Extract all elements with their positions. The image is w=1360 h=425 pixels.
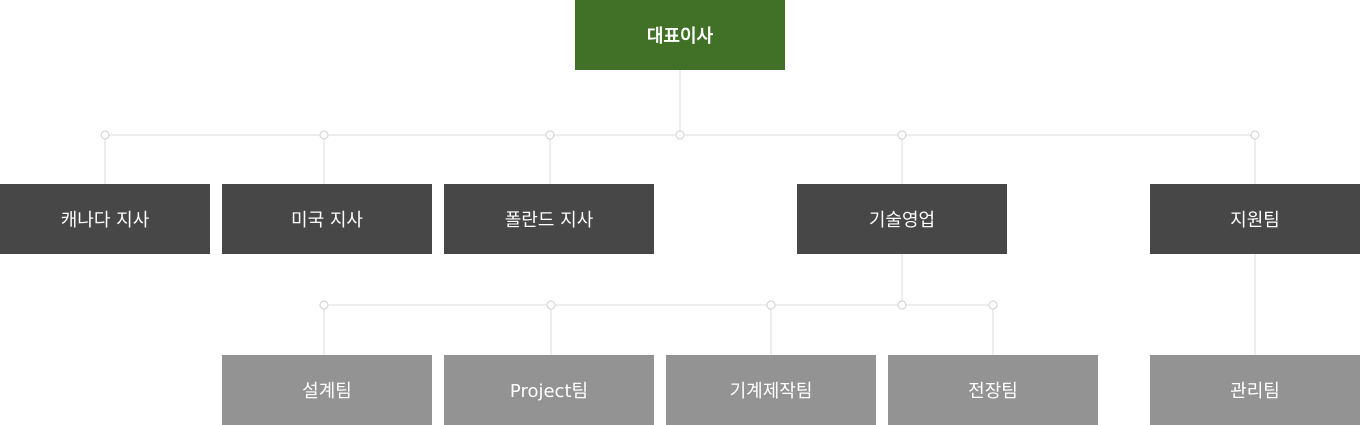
junction-node [319, 130, 329, 140]
canada-branch-node[interactable]: 캐나다 지사 [0, 184, 210, 254]
ceo-node[interactable]: 대표이사 [575, 0, 785, 70]
tech-sales-node[interactable]: 기술영업 [797, 184, 1007, 254]
junction-node [319, 300, 329, 310]
junction-node [546, 300, 556, 310]
junction-node [766, 300, 776, 310]
junction-node [675, 130, 685, 140]
junction-node [988, 300, 998, 310]
junction-node [897, 300, 907, 310]
support-team-node[interactable]: 지원팀 [1150, 184, 1360, 254]
poland-branch-node[interactable]: 폴란드 지사 [444, 184, 654, 254]
junction-node [545, 130, 555, 140]
usa-branch-node[interactable]: 미국 지사 [222, 184, 432, 254]
management-team-node[interactable]: 관리팀 [1150, 355, 1360, 425]
design-team-node[interactable]: 설계팀 [222, 355, 432, 425]
junction-node [897, 130, 907, 140]
junction-node [1250, 130, 1260, 140]
project-team-node[interactable]: Project팀 [444, 355, 654, 425]
machine-fabrication-team-node[interactable]: 기계제작팀 [666, 355, 876, 425]
electrical-team-node[interactable]: 전장팀 [888, 355, 1098, 425]
junction-node [100, 130, 110, 140]
